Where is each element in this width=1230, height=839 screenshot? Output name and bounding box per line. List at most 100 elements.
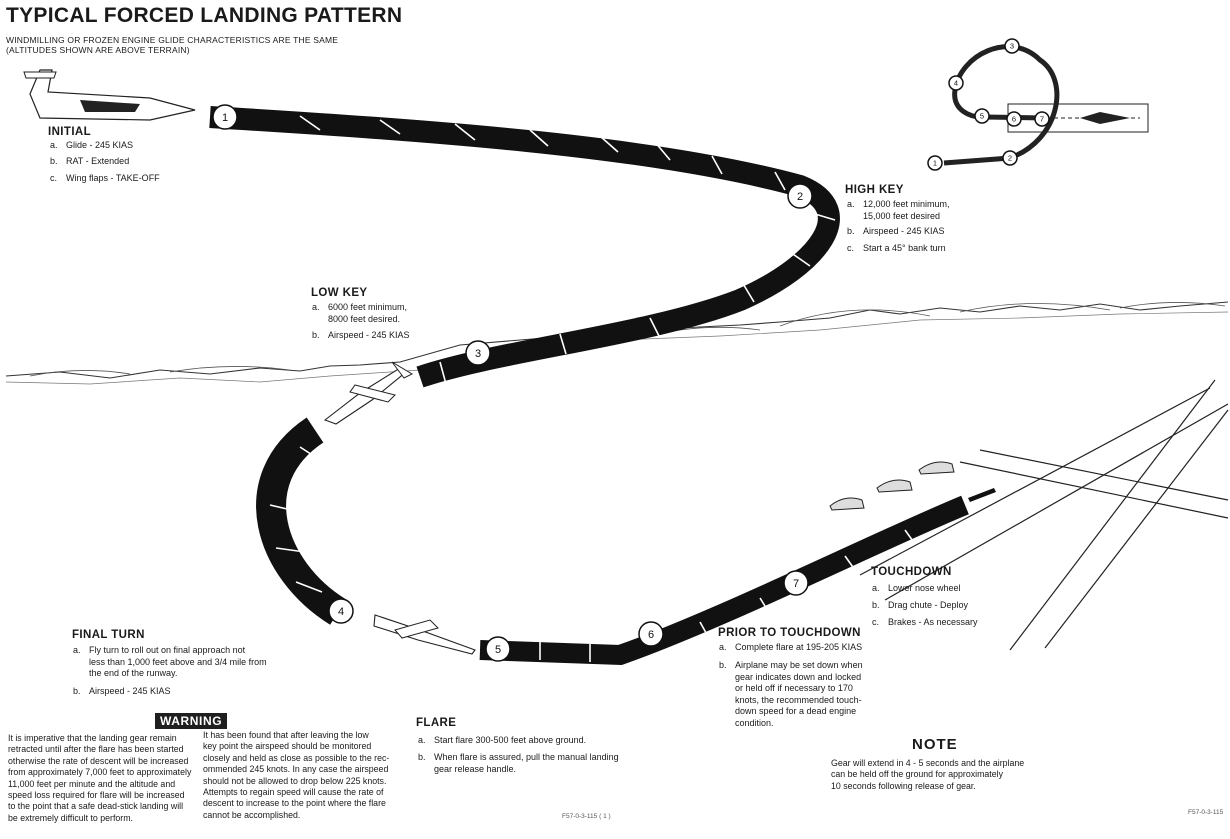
flare-heading: FLARE	[416, 717, 457, 729]
item-text: Wing flaps - TAKE-OFF	[66, 173, 160, 183]
inset-point-label-1: 1	[933, 159, 937, 168]
prior-touchdown-item-b: b. Airplane may be set down when gear in…	[719, 660, 919, 730]
initial-item-a: a. Glide - 245 KIAS	[50, 140, 250, 154]
final-turn-item-b: b. Airspeed - 245 KIAS	[73, 686, 313, 700]
item-text: Fly turn to roll out on final approach n…	[89, 645, 267, 678]
ribbon-stripes	[269, 115, 916, 662]
aircraft-initial	[23, 69, 196, 121]
item-label: a.	[872, 583, 880, 593]
item-text: Brakes - As necessary	[888, 617, 978, 627]
touchdown-item-b: b. Drag chute - Deploy	[872, 600, 1072, 614]
final-turn-item-a: a. Fly turn to roll out on final approac…	[73, 645, 313, 681]
high-key-heading: HIGH KEY	[845, 184, 904, 196]
item-label: a.	[719, 642, 727, 652]
item-text: RAT - Extended	[66, 156, 130, 166]
item-label: c.	[50, 173, 58, 183]
point-label-7: 7	[793, 578, 799, 590]
touchdown-item-c: c. Brakes - As necessary	[872, 617, 1072, 631]
low-key-item-b: b. Airspeed - 245 KIAS	[312, 330, 512, 344]
inset-point-label-4: 4	[954, 79, 958, 88]
item-text: Airspeed - 245 KIAS	[863, 226, 945, 236]
item-text: Airspeed - 245 KIAS	[328, 330, 410, 340]
prior-touchdown-item-a: a. Complete flare at 195-205 KIAS	[719, 642, 919, 656]
high-key-item-b: b. Airspeed - 245 KIAS	[847, 226, 1047, 240]
item-label: a.	[418, 735, 426, 745]
inset-point-label-7: 7	[1040, 115, 1044, 124]
point-label-6: 6	[648, 629, 654, 641]
final-turn-heading: FINAL TURN	[72, 629, 145, 641]
point-label-1: 1	[222, 112, 228, 124]
item-text: 12,000 feet minimum, 15,000 feet desired	[863, 199, 950, 221]
item-text: Lower nose wheel	[888, 583, 961, 593]
inset-point-circle-1	[927, 155, 943, 171]
item-text: 6000 feet minimum, 8000 feet desired.	[328, 302, 408, 324]
point-label-5: 5	[495, 644, 501, 656]
warning-text-col1: It is imperative that the landing gear r…	[8, 733, 192, 823]
point-label-2: 2	[797, 191, 803, 203]
figure-ref-right: F57-0-3-115	[1188, 809, 1224, 816]
touchdown-heading: TOUCHDOWN	[871, 566, 952, 578]
flare-item-b: b. When flare is assured, pull the manua…	[418, 752, 658, 778]
touchdown-item-a: a. Lower nose wheel	[872, 583, 1072, 597]
initial-item-b: b. RAT - Extended	[50, 156, 250, 170]
figure-ref-center: F57-0-3-115 ( 1 )	[562, 813, 611, 820]
item-text: Airplane may be set down when gear indic…	[735, 660, 863, 728]
item-label: b.	[847, 226, 855, 236]
inset-point-circle-4	[948, 75, 964, 91]
page-title: TYPICAL FORCED LANDING PATTERN	[6, 4, 403, 27]
item-text: Glide - 245 KIAS	[66, 140, 134, 150]
high-key-item-c: c. Start a 45° bank turn	[847, 243, 1047, 257]
aircraft-low-key	[323, 361, 414, 425]
high-key-item-a: a. 12,000 feet minimum, 15,000 feet desi…	[847, 199, 1047, 225]
point-label-3: 3	[475, 348, 481, 360]
item-text: Drag chute - Deploy	[888, 600, 969, 610]
point-markers: 1 2 3 4 5 6 7	[212, 104, 813, 662]
item-label: b.	[719, 660, 727, 670]
item-text: Start flare 300-500 feet above ground.	[434, 735, 587, 745]
item-label: b.	[872, 600, 880, 610]
item-text: When flare is assured, pull the manual l…	[434, 752, 619, 774]
item-label: a.	[73, 645, 81, 655]
hangars	[829, 461, 955, 511]
item-text: Complete flare at 195-205 KIAS	[735, 642, 863, 652]
point-circle-6	[638, 621, 664, 647]
aircraft-final	[373, 614, 476, 655]
note-text: Gear will extend in 4 - 5 seconds and th…	[831, 758, 1025, 791]
prior-touchdown-heading: PRIOR TO TOUCHDOWN	[718, 627, 861, 639]
glide-ribbon-lower	[256, 417, 347, 625]
flare-item-a: a. Start flare 300-500 feet above ground…	[418, 735, 658, 749]
item-label: c.	[872, 617, 880, 627]
item-label: a.	[312, 302, 320, 312]
point-label-4: 4	[338, 606, 344, 618]
point-circle-2	[787, 183, 813, 209]
inset-point-label-6: 6	[1012, 115, 1016, 124]
point-circle-4	[328, 598, 354, 624]
terrain-hills	[29, 302, 1226, 377]
item-text: Start a 45° bank turn	[863, 243, 946, 253]
item-label: a.	[847, 199, 855, 209]
point-circle-3	[465, 340, 491, 366]
item-label: a.	[50, 140, 58, 150]
inset-markers: 1 2 3 4 5 6 7	[927, 38, 1050, 171]
inset-point-label-3: 3	[1010, 42, 1014, 51]
inset-point-label-5: 5	[980, 112, 984, 121]
item-text: Airspeed - 245 KIAS	[89, 686, 171, 696]
inset-point-circle-2	[1002, 150, 1018, 166]
inset-point-circle-7	[1034, 111, 1050, 127]
warning-text-col2: It has been found that after leaving the…	[203, 730, 390, 820]
inset-point-circle-6	[1006, 111, 1022, 127]
inset-pattern	[943, 44, 1149, 166]
point-circle-7	[783, 570, 809, 596]
point-circle-5	[485, 636, 511, 662]
warning-label: WARNING	[155, 713, 228, 729]
note-heading: NOTE	[912, 736, 958, 753]
inset-point-circle-3	[1004, 38, 1020, 54]
inset-point-label-2: 2	[1008, 154, 1012, 163]
item-label: b.	[73, 686, 81, 696]
runway	[859, 379, 1229, 651]
initial-item-c: c. Wing flaps - TAKE-OFF	[50, 173, 250, 187]
initial-heading: INITIAL	[48, 126, 92, 138]
aircraft-runway	[968, 488, 996, 502]
point-circle-1	[212, 104, 238, 130]
